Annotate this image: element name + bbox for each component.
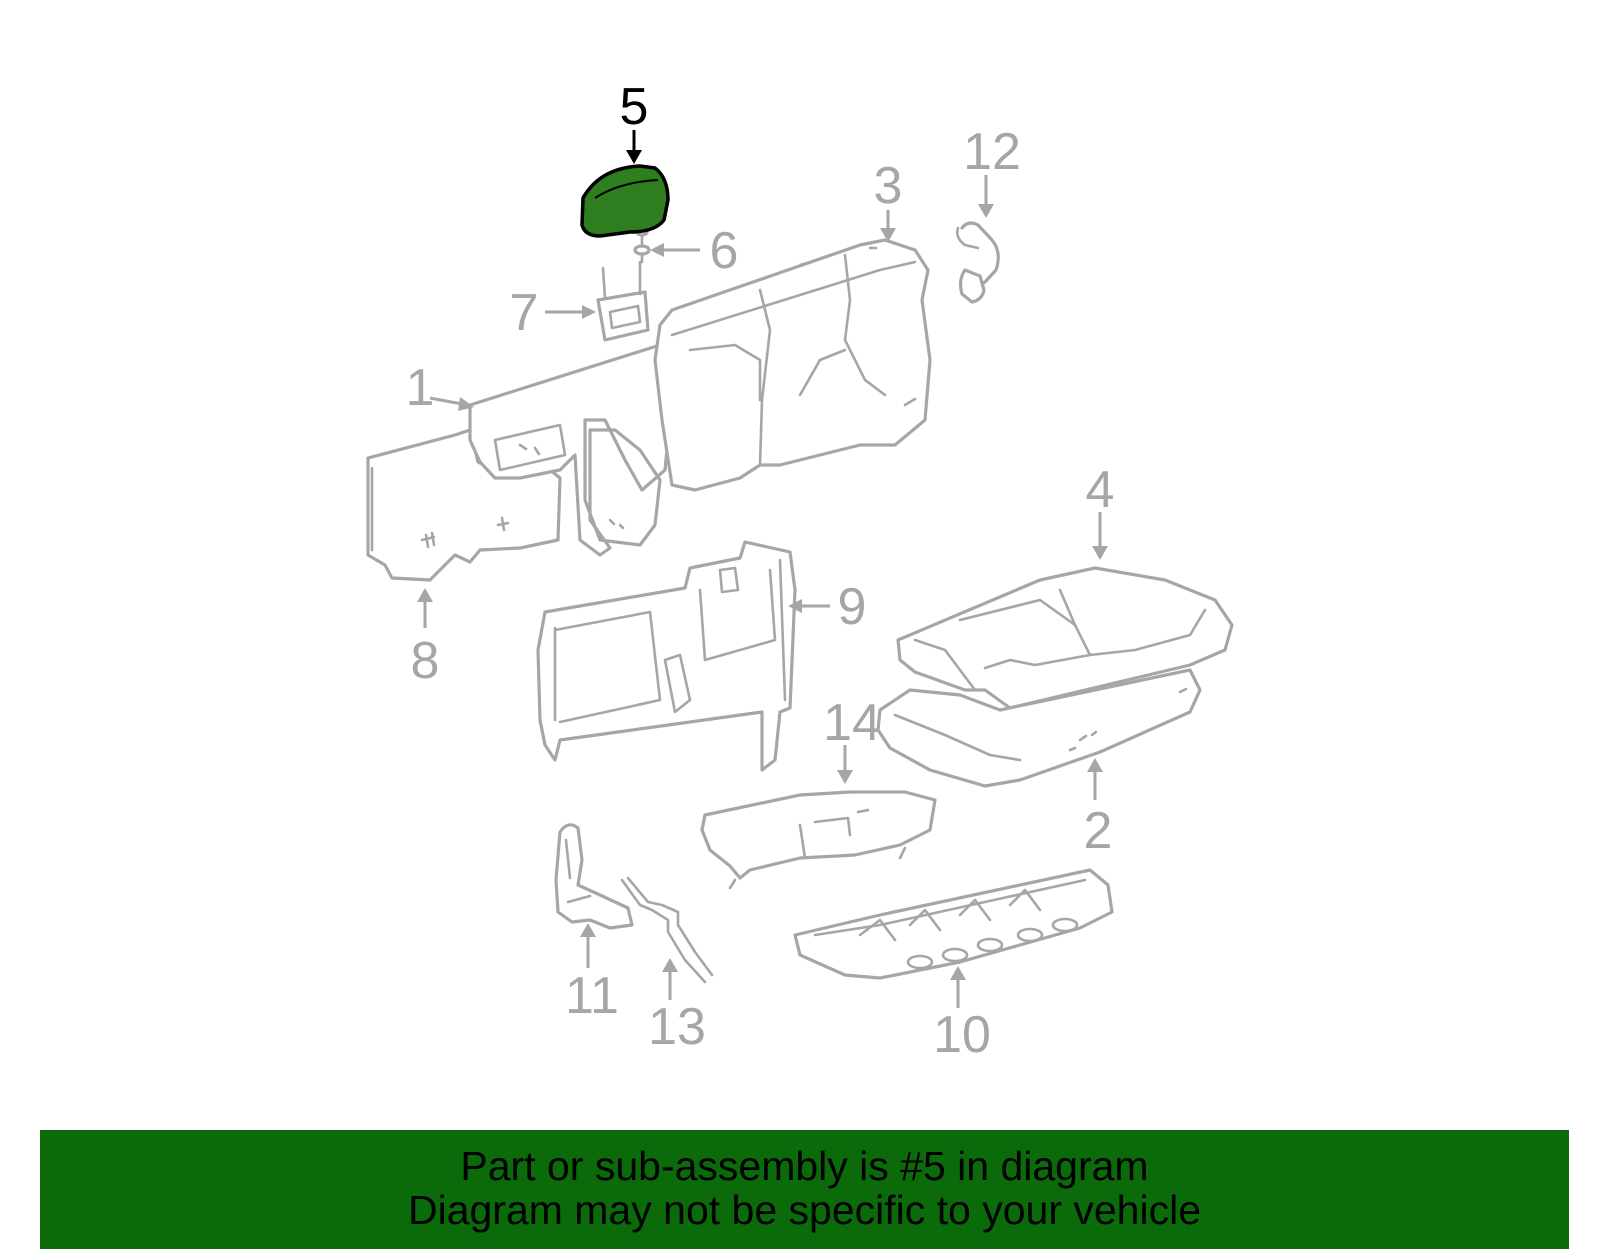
callout-5: 5 [620,78,649,136]
part-12-clip[interactable] [956,221,1000,304]
part-7-headrest-guide[interactable] [596,260,650,342]
info-banner: Part or sub-assembly is #5 in diagram Di… [40,1130,1569,1249]
callout-11: 11 [565,967,619,1025]
banner-line-1: Part or sub-assembly is #5 in diagram [460,1143,1149,1189]
callout-4: 4 [1086,461,1115,519]
part-3-seat-back-cushion[interactable] [653,238,932,492]
part-14-cushion-pad[interactable] [700,790,937,890]
callout-1: 1 [406,359,435,417]
parts-diagram: 5 6 7 1 3 12 8 9 4 2 14 11 13 10 [366,78,1234,1064]
part-6-headrest-stud[interactable] [633,227,651,264]
callout-8: 8 [411,632,440,690]
part-8-back-panel[interactable] [366,428,562,582]
callout-14: 14 [823,694,881,752]
part-11-hinge-bracket[interactable] [554,823,634,930]
part-5-headrest[interactable] [580,164,670,238]
callout-9: 9 [838,578,867,636]
callout-7: 7 [510,284,539,342]
callout-arrows [417,130,1108,1008]
part-4-seat-cushion[interactable] [896,566,1234,710]
callout-10: 10 [933,1006,991,1064]
callout-6: 6 [710,222,739,280]
part-10-seat-frame[interactable] [793,868,1114,980]
callout-13: 13 [648,998,706,1056]
part-1-seat-back-panel[interactable] [468,343,677,557]
callout-12: 12 [963,123,1021,181]
callout-numbers: 5 6 7 1 3 12 8 9 4 2 14 11 13 10 [406,78,1115,1064]
callout-3: 3 [874,157,903,215]
part-13-latch-cable[interactable] [620,876,714,984]
part-9-seat-back-frame[interactable] [536,540,797,772]
banner-line-2: Diagram may not be specific to your vehi… [407,1187,1201,1233]
callout-2: 2 [1084,802,1113,860]
part-2-seat-cushion-base[interactable] [876,668,1202,788]
